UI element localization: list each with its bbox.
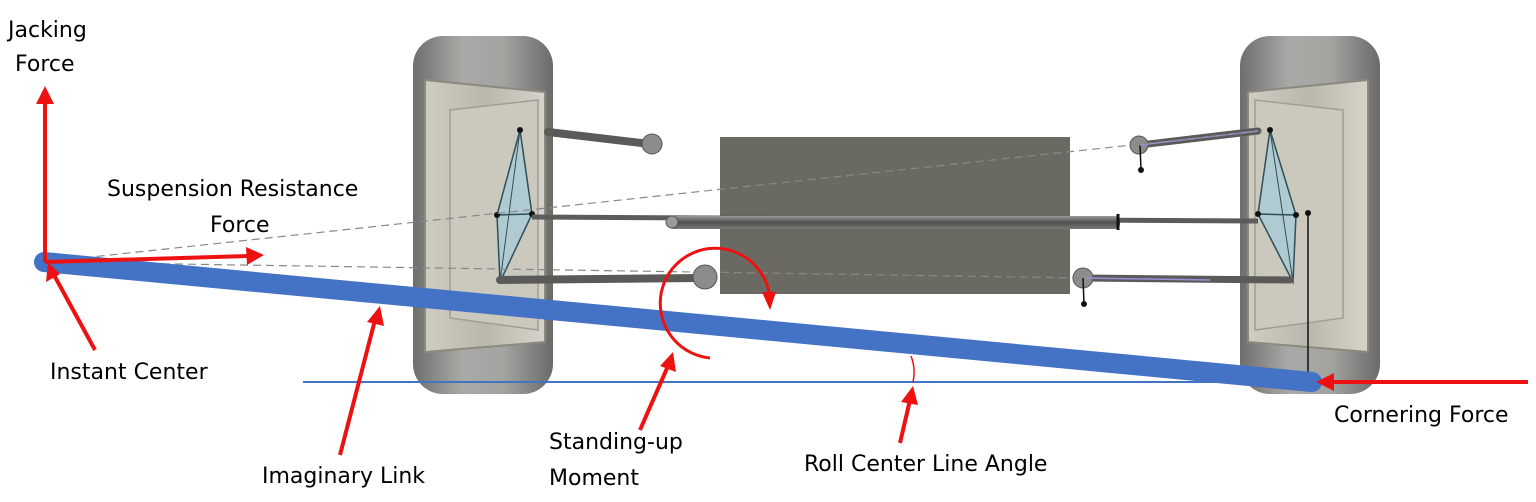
label-jacking-force-line1: Jacking [6, 18, 87, 43]
label-roll-center-angle: Roll Center Line Angle [804, 452, 1047, 477]
label-imaginary-link: Imaginary Link [262, 464, 425, 489]
label-cornering-force: Cornering Force [1334, 403, 1509, 428]
label-standing-up-line2: Moment [549, 466, 639, 491]
imaginary-link-pointer [338, 319, 377, 456]
suspension-resistance-arrow [44, 254, 249, 264]
lower-arm-projection-line [44, 261, 1086, 279]
force-arrows [36, 86, 1528, 456]
chassis-block [720, 137, 1070, 294]
label-suspension-resistance-line2: Force [210, 213, 270, 238]
left-wheel [413, 36, 553, 394]
instant-center-pointer [52, 274, 97, 351]
suspension-arms [496, 127, 1294, 307]
roll-angle-arc [910, 355, 915, 383]
label-jacking-force-line2: Force [15, 52, 75, 77]
label-suspension-resistance-line1: Suspension Resistance [107, 177, 358, 202]
moment-arrowhead [762, 292, 776, 310]
standing-up-moment-arc [658, 246, 772, 360]
label-standing-up-line1: Standing-up [549, 430, 683, 455]
imaginary-link [34, 252, 1322, 392]
standing-up-moment-pointer [638, 365, 670, 431]
roll-angle-pointer [898, 399, 912, 444]
upper-arm-projection-line [44, 130, 1263, 263]
label-instant-center: Instant Center [50, 360, 209, 385]
right-wheel [1240, 36, 1380, 394]
